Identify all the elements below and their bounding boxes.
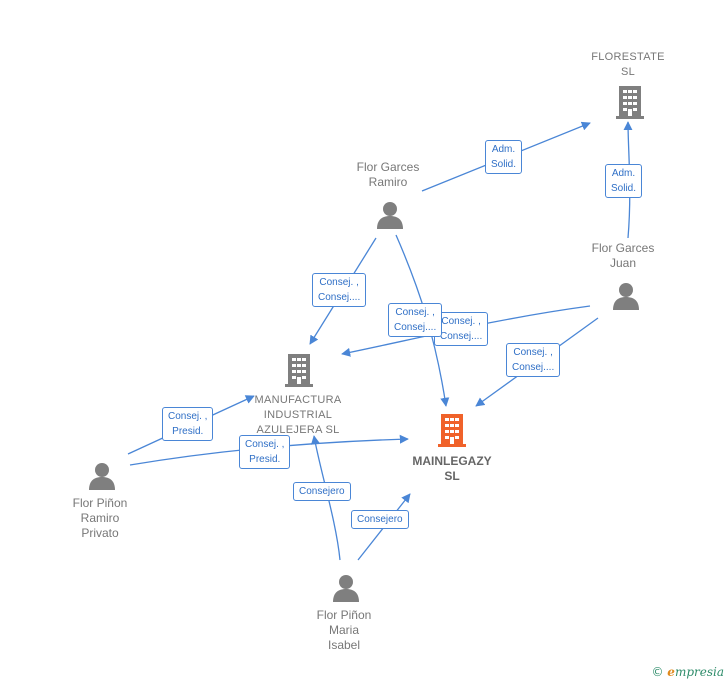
edge-label-maria-manufactura[interactable]: Consejero: [293, 482, 351, 501]
building-icon[interactable]: [616, 86, 644, 119]
edge-label-maria-mainlegazy[interactable]: Consejero: [351, 510, 409, 529]
node-label-flor-garces-juan[interactable]: Flor Garces Juan: [591, 241, 655, 270]
brand-name: mpresia: [674, 665, 724, 679]
building-icon[interactable]: [285, 354, 313, 387]
node-label-flor-garces-ramiro[interactable]: Flor Garces Ramiro: [356, 160, 420, 189]
edge-label-juan-mainlegazy[interactable]: Consej. , Consej....: [506, 343, 561, 377]
edge-label-ramiro-florestate[interactable]: Adm. Solid.: [485, 140, 523, 174]
building-icon[interactable]: [438, 414, 466, 447]
edge-label-juan-manufactura[interactable]: Consej. , Consej....: [434, 312, 489, 346]
person-icon[interactable]: [613, 283, 639, 310]
node-label-flor-pinon-ramiro[interactable]: Flor Piñon Ramiro Privato: [72, 496, 128, 540]
node-label-florestate[interactable]: FLORESTATE SL: [591, 51, 665, 78]
empresia-logo: © empresia: [651, 665, 724, 679]
copyright-symbol: ©: [651, 665, 664, 679]
edge-label-pramiro-manufactura[interactable]: Consej. , Presid.: [162, 407, 214, 441]
person-icon[interactable]: [89, 463, 115, 490]
person-icon[interactable]: [377, 202, 403, 229]
node-label-mainlegazy[interactable]: MAINLEGAZY SL: [412, 454, 492, 483]
edge-label-pramiro-mainlegazy[interactable]: Consej. , Presid.: [239, 435, 291, 469]
edge-label-ramiro-mainlegazy[interactable]: Consej. , Consej....: [388, 303, 443, 337]
person-icon[interactable]: [333, 575, 359, 602]
edge-label-ramiro-manufactura[interactable]: Consej. , Consej....: [312, 273, 367, 307]
node-label-flor-pinon-maria[interactable]: Flor Piñon Maria Isabel: [316, 608, 372, 652]
node-label-manufactura[interactable]: MANUFACTURA INDUSTRIAL AZULEJERA SL: [254, 394, 342, 436]
brand-initial: e: [667, 665, 675, 679]
edge-label-juan-florestate[interactable]: Adm. Solid.: [605, 164, 643, 198]
